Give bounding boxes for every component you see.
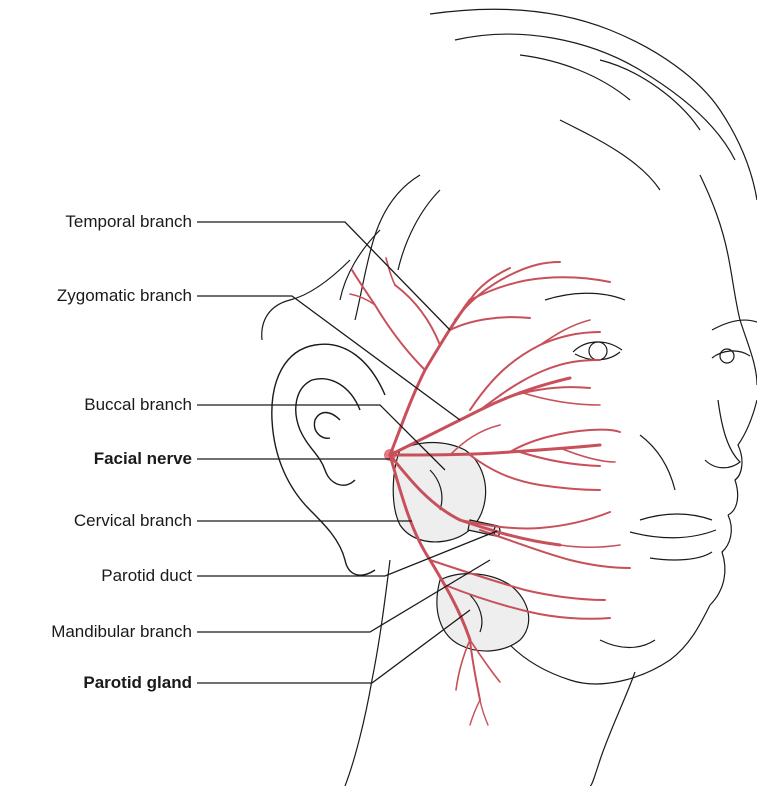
leader-zygomatic: [197, 296, 460, 420]
label-parotid-gland: Parotid gland: [2, 673, 192, 693]
leader-temporal: [197, 222, 450, 330]
label-buccal-branch: Buccal branch: [2, 395, 192, 415]
label-mandibular-branch: Mandibular branch: [2, 622, 192, 642]
ear: [272, 344, 385, 575]
label-zygomatic-branch: Zygomatic branch: [2, 286, 192, 306]
label-facial-nerve: Facial nerve: [2, 449, 192, 469]
leader-gland: [197, 610, 470, 683]
label-parotid-duct: Parotid duct: [2, 566, 192, 586]
label-temporal-branch: Temporal branch: [2, 212, 192, 232]
label-cervical-branch: Cervical branch: [2, 511, 192, 531]
facial-nerve: [350, 258, 630, 725]
